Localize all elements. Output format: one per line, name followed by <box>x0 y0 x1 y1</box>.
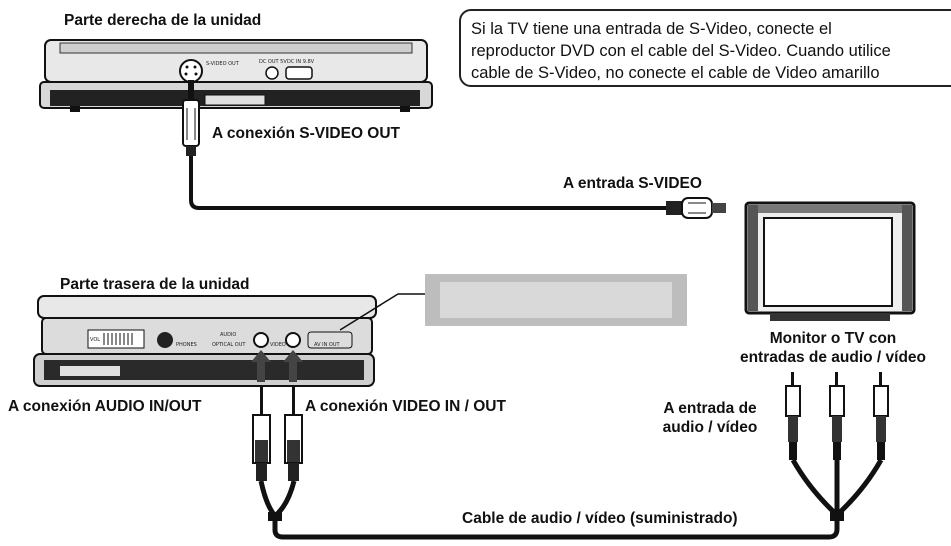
panel-av-text: AV IN OUT <box>314 342 341 348</box>
right-side-label: Parte derecha de la unidad <box>64 12 262 29</box>
tv-monitor <box>744 201 916 321</box>
note-line-1: Si la TV tiene una entrada de S-Video, c… <box>471 20 832 38</box>
panel-dcout-text: DC OUT 5V <box>259 59 287 65</box>
panel-audio-text: AUDIO <box>220 332 236 338</box>
video-connection-label: A conexión VIDEO IN / OUT <box>305 398 506 415</box>
monitor-label-1: Monitor o TV con <box>769 330 897 347</box>
port-arrows <box>251 350 303 382</box>
svideo-cable <box>182 80 726 219</box>
svideo-note: Si la TV tiene una entrada de S-Video, c… <box>459 9 951 87</box>
rear-side-label: Parte trasera de la unidad <box>60 276 250 293</box>
panel-video-text: VIDEO <box>270 342 286 348</box>
svideo-port <box>179 59 203 83</box>
av-input-label-2: audio / vídeo <box>662 419 758 436</box>
av-cable-unit-plugs <box>252 385 303 481</box>
panel-phones-text: PHONES <box>176 342 197 348</box>
rca-plugs <box>785 372 889 460</box>
svideo-out-label: A conexión S-VIDEO OUT <box>212 125 401 142</box>
panel-dcin-text: DC IN 9.8V <box>287 59 315 65</box>
cable-label: Cable de audio / vídeo (suministrado) <box>462 510 738 527</box>
monitor-label-2: entradas de audio / vídeo <box>739 349 927 366</box>
note-line-3: cable de S-Video, no conecte el cable de… <box>471 64 880 82</box>
note-line-2: reproductor DVD con el cable del S-Video… <box>471 42 891 60</box>
panel-vol-text: VOL <box>90 337 100 343</box>
av-input-label-1: A entrada de <box>663 400 757 417</box>
svideo-in-label: A entrada S-VIDEO <box>563 175 702 192</box>
dvd-unit-right-view: S-VIDEO OUT DC OUT 5V DC IN 9.8V <box>39 39 433 112</box>
panel-svideo-text: S-VIDEO OUT <box>206 61 240 67</box>
callout-zoom <box>339 274 687 331</box>
audio-connection-label: A conexión AUDIO IN/OUT <box>8 398 202 415</box>
panel-optical-text: OPTICAL OUT <box>212 342 246 348</box>
dvd-unit-rear-view: VOL PHONES AUDIO OPTICAL OUT VIDEO AV IN… <box>33 295 377 387</box>
